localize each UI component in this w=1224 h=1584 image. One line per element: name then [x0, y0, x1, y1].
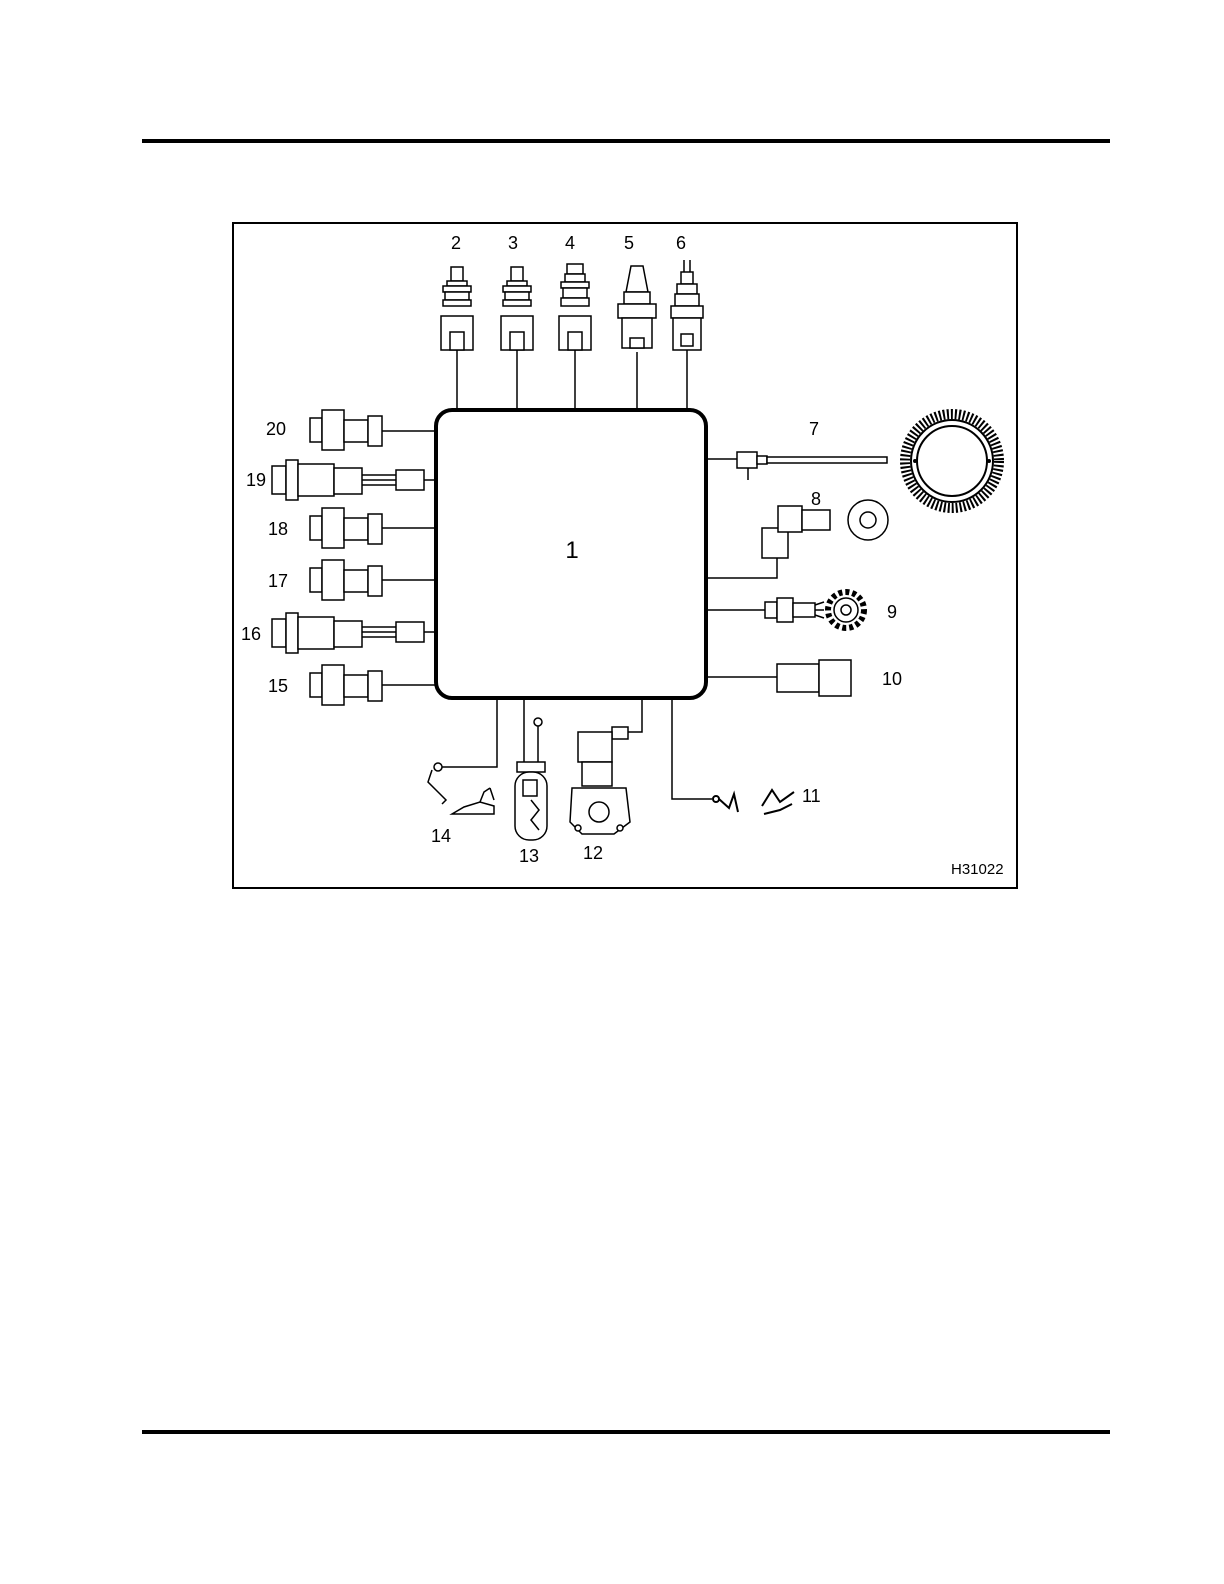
callout-5: 5 — [624, 233, 634, 253]
callout-17: 17 — [268, 571, 288, 591]
callout-6: 6 — [676, 233, 686, 253]
callout-15: 15 — [268, 676, 288, 696]
callout-19: 19 — [246, 470, 266, 490]
callout-13: 13 — [519, 846, 539, 866]
callout-8: 8 — [811, 489, 821, 509]
top-rule — [142, 139, 1110, 143]
callout-10: 10 — [882, 669, 902, 689]
callout-12: 12 — [583, 843, 603, 863]
connector-10-icon — [777, 660, 851, 696]
callout-20: 20 — [266, 419, 286, 439]
callout-16: 16 — [241, 624, 261, 644]
ecu-sensor-diagram: 1 — [232, 222, 1018, 890]
bottom-rule — [142, 1430, 1110, 1434]
callout-1: 1 — [565, 537, 578, 564]
figure-code: H31022 — [951, 861, 1004, 878]
callout-14: 14 — [431, 826, 451, 846]
toothed-wheel-icon — [905, 414, 999, 508]
callout-7: 7 — [809, 419, 819, 439]
callout-4: 4 — [565, 233, 575, 253]
callout-9: 9 — [887, 602, 897, 622]
callout-3: 3 — [508, 233, 518, 253]
callout-11: 11 — [802, 786, 821, 806]
callout-2: 2 — [451, 233, 461, 253]
callout-18: 18 — [268, 519, 288, 539]
